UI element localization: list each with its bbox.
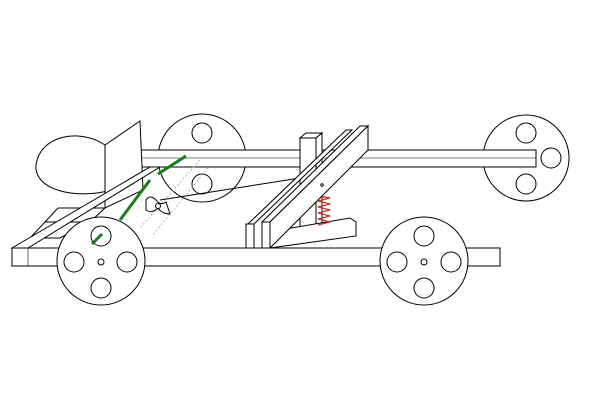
trace-line <box>151 167 209 237</box>
drive-string <box>90 232 104 246</box>
wheel-hole <box>413 225 435 247</box>
wheel-hole <box>515 122 537 144</box>
wheel-hole <box>540 147 562 169</box>
wheel-hole <box>386 251 408 273</box>
lever-arm-tip <box>35 135 113 195</box>
diagonal-slats <box>245 124 370 250</box>
wing-nut <box>145 196 171 215</box>
wheel-hole <box>90 277 112 299</box>
wheel-hole <box>440 251 462 273</box>
lever-line <box>159 177 301 201</box>
string-segment <box>118 179 152 221</box>
egg-shape <box>35 135 113 195</box>
wheel-hole <box>116 251 138 273</box>
wheel-hole <box>63 251 85 273</box>
axle-marks <box>320 183 324 187</box>
wheel-hole <box>413 277 435 299</box>
wheel-hole <box>191 122 213 144</box>
front-near-wheel <box>379 216 469 306</box>
trace-line <box>139 159 201 229</box>
string-segment <box>157 154 187 176</box>
wheel-hole <box>191 173 213 195</box>
axle-hub <box>420 258 428 266</box>
wheel-hole <box>515 173 537 195</box>
rear-near-wheel <box>56 216 146 306</box>
spring-coil <box>317 195 331 226</box>
axle-hub <box>97 258 105 266</box>
